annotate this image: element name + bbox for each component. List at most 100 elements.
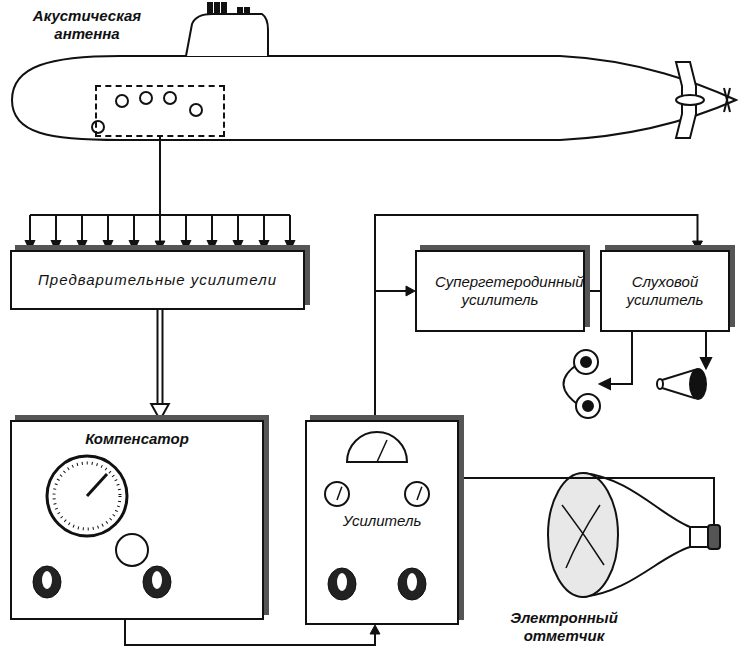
speaker-mouth [657,379,663,389]
arrowhead [701,358,711,368]
hydrophone [140,92,152,104]
arrowhead [208,241,216,250]
wire [159,137,161,243]
needle [417,487,422,500]
meter [347,432,407,462]
branch-line [263,215,265,242]
needle [377,440,387,462]
arrowhead [693,241,703,250]
knob [143,566,171,598]
earpiece [583,401,593,411]
branch-line [107,215,109,242]
node-label: Усилитель [307,512,457,530]
hydrophone [116,95,128,107]
knob-cap [407,573,417,591]
conning-tower [186,14,268,56]
knob [398,568,426,600]
superheterodyne-box: Супергетеродинный усилитель [415,250,585,332]
branch-line [133,215,135,242]
branch-line [237,215,239,242]
node-label: Акустическая антенна [27,7,147,43]
signal-connector [585,291,600,292]
antenna-array: Акустическая антенна [95,85,225,137]
branch-line [185,215,187,242]
knob-cap [152,571,162,589]
propeller [724,88,730,112]
earpiece [581,357,591,367]
arrowhead [26,241,34,250]
preamplifier-box: Предварительные усилители [10,250,305,310]
branch-line [289,215,291,242]
arrowhead [52,241,60,250]
arrowhead [182,241,190,250]
audio-amplifier-box: Слуховой усилитель [600,250,730,332]
double-line [157,310,164,406]
screen-trace [562,505,604,568]
earpiece [576,394,600,418]
wire [705,332,707,360]
loudspeaker [657,332,711,399]
hull [12,56,736,140]
meter [405,482,429,506]
meter [325,482,349,506]
branch-line [211,215,213,242]
branch-line [29,215,31,242]
signal-connector [459,478,714,485]
dial-scale [54,463,120,529]
needle [337,487,342,500]
knob-cap [337,573,347,591]
amplifier-box: Усилитель [305,420,459,625]
node-label: Предварительные усилители [38,271,277,289]
knob [33,566,61,598]
screen [548,473,618,597]
neck [690,527,708,547]
wire [375,291,408,420]
hydrophone [190,104,202,116]
node-label: Слуховой усилитель [615,273,715,309]
arrowhead [78,241,86,250]
arrowhead [260,241,268,250]
arrowhead [286,241,294,250]
signal-connector [155,137,165,250]
wire [459,478,714,485]
dial [47,456,127,536]
signal-connector [375,286,415,420]
wire [585,290,600,292]
stabilizer [676,95,704,105]
headphones [563,332,632,418]
periscope [208,3,212,14]
submarine [12,3,736,140]
branch-line [81,215,83,242]
crt-tube [548,473,720,597]
node-label: Электронный отметчик [504,609,624,645]
branch-line [55,215,57,242]
double-line-inner [159,310,162,406]
arrowhead [130,241,138,250]
signal-connector [151,310,169,420]
mast [245,8,249,14]
compensator-box: Компенсатор [10,420,264,620]
periscope [222,3,226,14]
node-label: Компенсатор [12,430,262,448]
base [708,525,720,549]
wire [713,485,715,525]
dial-needle [87,474,107,496]
wire [608,332,632,384]
arrowhead [104,241,112,250]
arrowhead [234,241,242,250]
crt-display: Электронный отметчик [500,485,725,655]
arrowhead [406,286,415,296]
arrowhead [600,379,610,389]
arrowhead [370,625,380,634]
arrowhead [151,404,169,420]
speaker-body [690,369,706,399]
node-label: Супергетеродинный усилитель [435,273,565,309]
arrowhead [155,241,165,250]
hydrophone [92,121,104,133]
knob [328,568,356,600]
mast [238,8,242,14]
hydrophone [164,92,176,104]
knob-cap [42,571,52,589]
periscope [215,3,219,14]
